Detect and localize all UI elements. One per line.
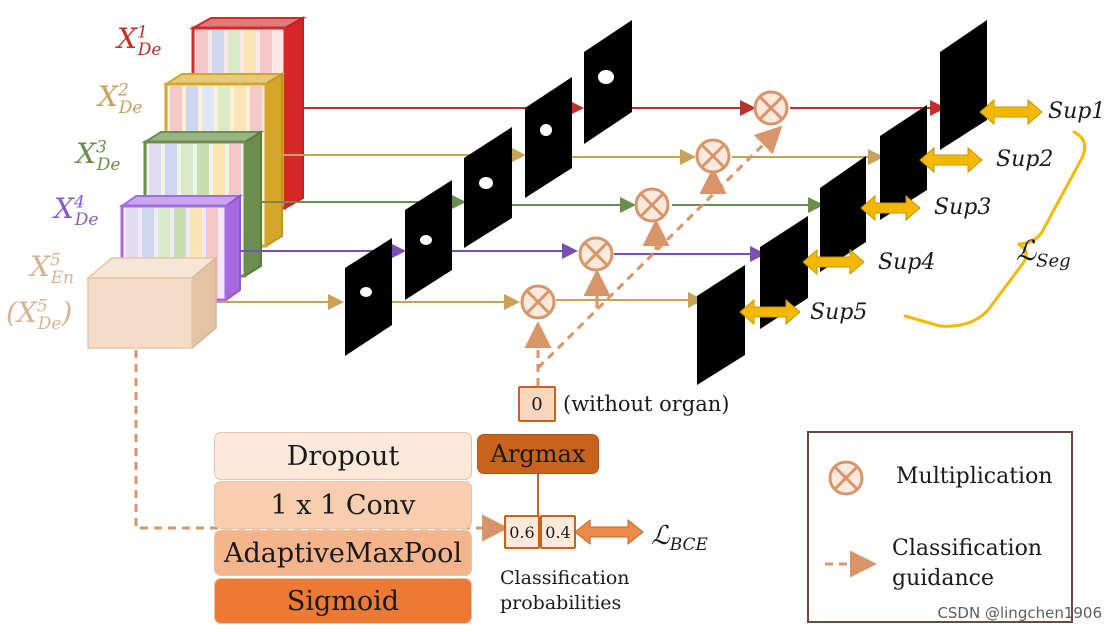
label-loss-seg: ℒSeg [1016,234,1071,272]
label-loss-bce: ℒBCE [651,521,708,556]
argmax-block: Argmax [477,434,599,474]
probability-cell-0: 0.6 [504,515,540,549]
label-xde5: (X5De) [6,296,73,334]
input-slices [345,20,632,356]
probabilities-caption: Classification probabilities [500,567,630,614]
feature-cube-en5 [85,256,219,350]
label-sup3: Sup3 [934,195,992,220]
label-xen5: X5En [30,250,75,288]
argmax-output-box: 0 [518,386,556,422]
label-sup5: Sup5 [810,300,868,325]
guidance-branches [583,167,727,308]
legend-multiplication-label: Multiplication [896,464,1053,489]
label-sup4: Sup4 [878,250,936,275]
argmax-output-note: (without organ) [563,392,730,416]
sigmoid-block: Sigmoid [214,578,472,624]
label-xde2: X2De [98,80,143,118]
bce-arrow [574,518,644,546]
legend-frame [807,431,1073,623]
label-xde1: X1De [117,22,162,60]
legend-guidance-label: Classification guidance [892,536,1043,591]
label-xde3: X3De [76,137,121,175]
label-xde4: X4De [54,192,99,230]
dropout-block: Dropout [214,432,472,480]
watermark: CSDN @lingchen1906 [937,604,1102,622]
probability-cell-1: 0.4 [540,515,576,549]
output-slices [697,20,987,385]
seg-loss-brace [903,130,1087,328]
multiply-nodes [520,90,789,320]
multiplication-icon [828,460,864,496]
conv-block: 1 x 1 Conv [214,481,472,529]
adaptive-max-pool-block: AdaptiveMaxPool [214,530,472,576]
supervision-arrows [739,98,1043,326]
label-sup2: Sup2 [996,147,1054,172]
label-sup1: Sup1 [1048,99,1106,124]
